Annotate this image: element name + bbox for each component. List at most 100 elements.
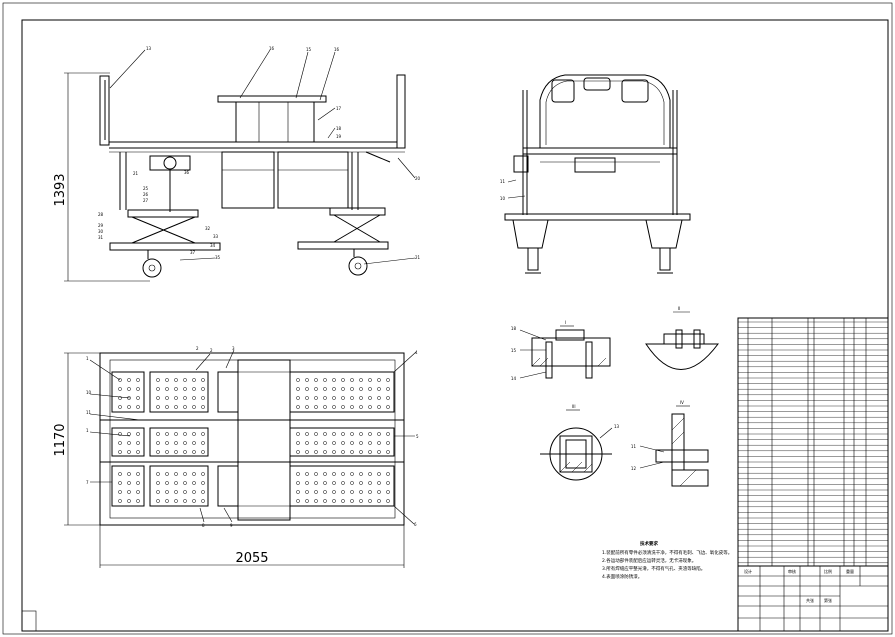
hole — [368, 450, 372, 454]
title-cell-1: 设计 — [744, 568, 752, 574]
hole — [341, 499, 345, 503]
hole — [165, 387, 169, 391]
hole — [305, 405, 309, 409]
hole — [118, 499, 122, 503]
hole — [127, 472, 131, 476]
hole — [386, 490, 390, 494]
hole — [305, 396, 309, 400]
hole — [323, 387, 327, 391]
hole — [341, 432, 345, 436]
hole — [174, 387, 178, 391]
hole — [183, 490, 187, 494]
hole — [332, 432, 336, 436]
top-label-0: 1 — [86, 356, 89, 361]
hole — [314, 396, 318, 400]
hole — [350, 472, 354, 476]
note-line-1: 1.装配前所有零件必须清洗干净，不得有毛刺、飞边、氧化皮等。 — [602, 549, 732, 556]
side-label-6: 19 — [336, 134, 342, 139]
hole — [377, 490, 381, 494]
hole — [136, 441, 140, 445]
hole — [323, 499, 327, 503]
hole — [314, 405, 318, 409]
hole — [341, 387, 345, 391]
detail-label-3: 13 — [614, 424, 620, 429]
hole — [350, 432, 354, 436]
hole — [174, 472, 178, 476]
hole — [323, 450, 327, 454]
hole — [332, 499, 336, 503]
hole — [377, 472, 381, 476]
title-cell-4: 重量 — [846, 568, 854, 574]
hole — [341, 378, 345, 382]
side-label-7: 20 — [415, 176, 421, 181]
hole — [368, 481, 372, 485]
hole — [296, 472, 300, 476]
hole — [359, 472, 363, 476]
side-label-21: 36 — [184, 170, 190, 175]
hole — [201, 499, 205, 503]
hole — [377, 378, 381, 382]
hole — [192, 405, 196, 409]
top-label-4: 5 — [416, 434, 419, 439]
hole — [368, 499, 372, 503]
hole — [359, 378, 363, 382]
hole — [201, 387, 205, 391]
hole — [192, 441, 196, 445]
inner-border — [21, 19, 889, 632]
top-label-8: 9 — [230, 523, 233, 528]
hole — [386, 499, 390, 503]
hole — [350, 396, 354, 400]
hole — [314, 450, 318, 454]
hole — [341, 441, 345, 445]
hole — [118, 450, 122, 454]
side-label-16: 31 — [98, 235, 104, 240]
hole — [136, 387, 140, 391]
hole — [386, 378, 390, 382]
hole — [165, 450, 169, 454]
hole — [350, 481, 354, 485]
hole — [296, 432, 300, 436]
hole — [201, 481, 205, 485]
hole — [305, 378, 309, 382]
hole — [368, 432, 372, 436]
hole — [136, 499, 140, 503]
hole — [314, 441, 318, 445]
detail-label-4: 11 — [631, 444, 637, 449]
hole — [368, 378, 372, 382]
hole — [165, 432, 169, 436]
hole — [118, 441, 122, 445]
hole — [127, 441, 131, 445]
side-label-15: 30 — [98, 229, 104, 234]
note-line-3: 3.所有焊缝应平整光滑，不得有气孔、夹渣等缺陷。 — [602, 565, 705, 572]
hole — [183, 396, 187, 400]
hole — [341, 396, 345, 400]
side-label-20: 35 — [215, 255, 221, 260]
hole — [118, 490, 122, 494]
hole — [192, 387, 196, 391]
hole — [386, 405, 390, 409]
hole — [305, 432, 309, 436]
hole — [359, 441, 363, 445]
hole — [136, 378, 140, 382]
hole — [305, 441, 309, 445]
section-mark-2: II — [678, 306, 680, 311]
hole — [368, 490, 372, 494]
hole — [156, 396, 160, 400]
title-cell-3: 比例 — [824, 568, 832, 574]
hole — [201, 490, 205, 494]
hole — [118, 481, 122, 485]
hole — [165, 499, 169, 503]
hole — [377, 405, 381, 409]
side-label-17: 32 — [205, 226, 211, 231]
notes-title: 技术要求 — [640, 540, 658, 547]
hole — [174, 481, 178, 485]
hole — [314, 499, 318, 503]
detail-label-0: 18 — [511, 326, 517, 331]
hole — [174, 405, 178, 409]
hole — [136, 405, 140, 409]
hole — [118, 432, 122, 436]
hole — [368, 405, 372, 409]
hole — [192, 396, 196, 400]
hole — [359, 387, 363, 391]
side-label-3: 16 — [334, 47, 340, 52]
